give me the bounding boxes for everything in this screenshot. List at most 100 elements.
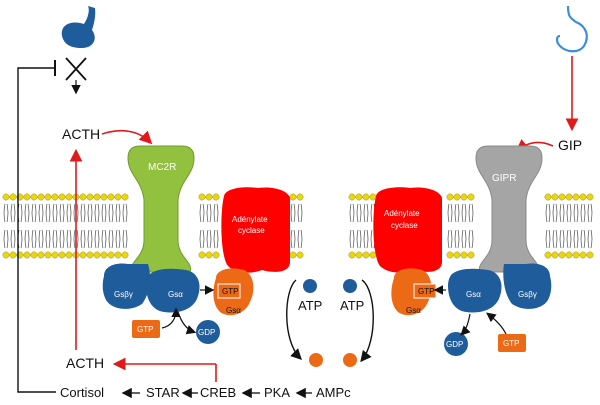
lipid-tail (31, 229, 37, 249)
lipid-head (2, 251, 10, 259)
gipr-label: GIPR (492, 173, 516, 184)
lipid-tail (363, 229, 369, 249)
atp-right-label: ATP (340, 298, 364, 313)
lipid-tail (454, 203, 460, 223)
lipid-tail (573, 203, 579, 223)
adenylate-cyclase-left (221, 187, 290, 273)
pituitary-gland-icon (61, 6, 96, 48)
lipid-head (93, 193, 101, 201)
atp-conversion-arrow-right (360, 279, 374, 363)
lipid-tail (447, 203, 453, 223)
lipid-head (586, 251, 594, 259)
gs-beta-gamma-right-label: Gsβγ (518, 290, 537, 299)
lipid-tail (52, 203, 58, 223)
lipid-tail (87, 203, 93, 223)
adenylate-left-line2: cyclase (238, 226, 265, 235)
lipid-tail (545, 203, 551, 223)
lipid-tail (468, 229, 474, 249)
lipid-tail (66, 203, 72, 223)
atp-right-dot (343, 279, 357, 293)
lipid-tail (101, 203, 107, 223)
lipid-head (121, 193, 129, 201)
ampc-left-dot (309, 353, 323, 367)
lipid-head (30, 193, 38, 201)
gtp-right-small-label: GTP (503, 339, 519, 348)
lipid-tail (213, 203, 219, 223)
lipid-tail (580, 229, 586, 249)
gtp-small-right (498, 334, 526, 352)
lipid-head (348, 193, 356, 201)
gtp-exchange-arrow-left (161, 307, 181, 329)
lipid-head (558, 193, 566, 201)
pathway-star: STAR (146, 385, 180, 400)
gtp-box-left (217, 283, 241, 299)
lipid-head (100, 193, 108, 201)
adenylate-right-line1: Adénylate (384, 209, 420, 218)
lipid-head (86, 193, 94, 201)
lipid-head (30, 251, 38, 259)
lipid-tail (10, 203, 16, 223)
lipid-tail (587, 203, 593, 223)
lipid-head (37, 193, 45, 201)
lipid-tail (363, 203, 369, 223)
lipid-head (296, 193, 304, 201)
lipid-tail (559, 229, 565, 249)
lipid-head (289, 251, 297, 259)
lipid-head (107, 193, 115, 201)
lipid-tail (115, 229, 121, 249)
gs-alpha-left (146, 268, 200, 313)
lipid-head (23, 193, 31, 201)
lipid-tail (24, 203, 30, 223)
lipid-tail (356, 203, 362, 223)
lipid-head (565, 251, 573, 259)
lipid-head (348, 251, 356, 259)
lipid-head (79, 193, 87, 201)
lipid-head (51, 251, 59, 259)
lipid-tail (52, 229, 58, 249)
mc2r-receptor (127, 145, 195, 273)
lipid-tail (454, 229, 460, 249)
lipid-head (467, 193, 475, 201)
lipid-head (205, 193, 213, 201)
lipid-tail (59, 203, 65, 223)
lipid-tail (10, 229, 16, 249)
gip-label: GIP (558, 137, 582, 153)
lipid-tail (122, 229, 128, 249)
lipid-tail (447, 229, 453, 249)
gdp-release-arrow-right (460, 313, 471, 336)
lipid-tail (3, 229, 9, 249)
lipid-head (65, 251, 73, 259)
lipid-head (362, 193, 370, 201)
adenylate-left-line1: Adénylate (232, 215, 268, 224)
lipid-head (51, 193, 59, 201)
lipid-tail (213, 229, 219, 249)
gs-alpha-right-label: Gsα (466, 290, 481, 299)
lipid-head (212, 193, 220, 201)
lipid-tail (349, 203, 355, 223)
lipid-tail (45, 203, 51, 223)
lipid-head (460, 193, 468, 201)
lipid-tail (38, 203, 44, 223)
gtp-small-left (132, 320, 160, 338)
lipid-head (369, 251, 377, 259)
lipid-head (579, 251, 587, 259)
gtp-left-small-label: GTP (137, 325, 153, 334)
lipid-tail (45, 229, 51, 249)
lipid-tail (115, 203, 121, 223)
lipid-tail (461, 229, 467, 249)
lipid-head (572, 251, 580, 259)
lipid-head (453, 251, 461, 259)
lipid-tail (108, 203, 114, 223)
lipid-tail (73, 229, 79, 249)
lipid-tail (573, 229, 579, 249)
lipid-head (446, 251, 454, 259)
lipid-tail (80, 203, 86, 223)
lipid-head (289, 193, 297, 201)
lipid-head (453, 193, 461, 201)
lipid-head (362, 251, 370, 259)
lipid-head (44, 251, 52, 259)
lipid-head (65, 193, 73, 201)
gs-alpha-right (448, 268, 502, 313)
lipid-head (86, 251, 94, 259)
